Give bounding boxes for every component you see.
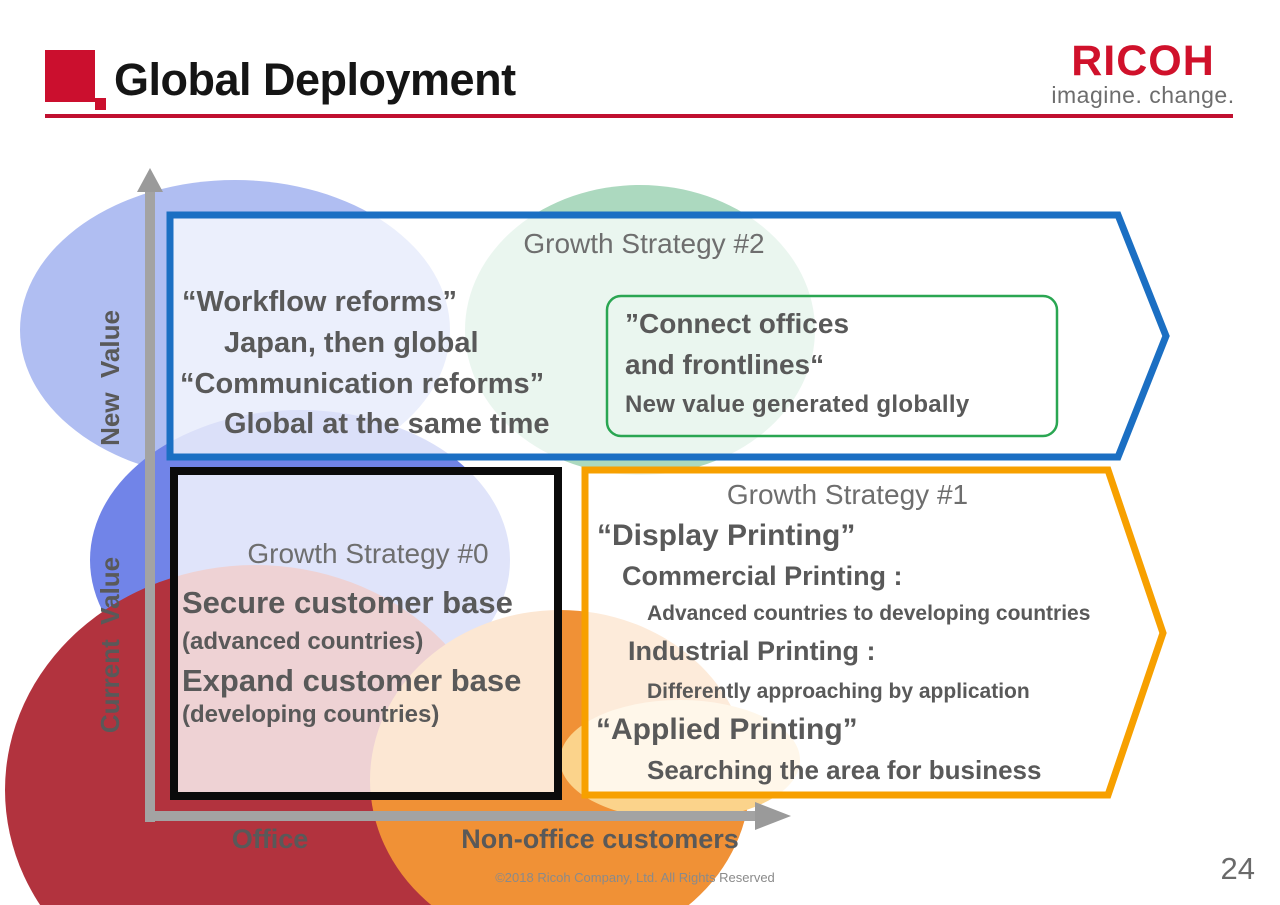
y-axis-arrowhead-icon: [137, 168, 163, 192]
x-axis-label-office: Office: [231, 824, 309, 854]
strategy2-callout-line2: and frontlines“: [625, 349, 825, 380]
strategy2-line-global-same-time: Global at the same time: [224, 408, 550, 440]
strategy0-advanced-countries-note: (advanced countries): [182, 628, 424, 655]
strategy2-line-japan-global: Japan, then global: [224, 327, 479, 359]
header-divider: [45, 114, 1233, 118]
strategy2-arrow-shape: [166, 211, 1170, 461]
strategy2-callout-line3: New value generated globally: [625, 391, 970, 418]
x-axis-arrowhead-icon: [755, 802, 791, 830]
strategy1-commercial-printing: Commercial Printing :: [622, 561, 903, 591]
strategy0-expand-customer-base: Expand customer base: [182, 663, 522, 698]
strategy2-title: Growth Strategy #2: [523, 228, 765, 259]
strategy1-arrow-shape: [581, 466, 1167, 799]
strategy0-secure-customer-base: Secure customer base: [182, 585, 513, 620]
strategy1-industrial-printing: Industrial Printing :: [628, 636, 876, 666]
strategy1-commercial-printing-note: Advanced countries to developing countri…: [647, 602, 1091, 625]
strategy2-line-workflow: “Workflow reforms”: [182, 286, 458, 318]
strategy0-developing-countries-note: (developing countries): [182, 701, 440, 728]
x-axis-line: [145, 811, 757, 821]
strategy1-title: Growth Strategy #1: [726, 479, 969, 510]
ricoh-logo: RICOH imagine. change.: [1050, 37, 1236, 108]
strategy1-display-printing: “Display Printing”: [597, 519, 856, 552]
strategy1-applied-printing-note: Searching the area for business: [647, 755, 1042, 785]
copyright-notice: ©2018 Ricoh Company, Ltd. All Rights Res…: [495, 870, 775, 885]
y-axis-line: [145, 184, 155, 822]
ricoh-logo-wordmark: RICOH: [1071, 37, 1215, 85]
strategy1-applied-printing: “Applied Printing”: [596, 713, 858, 746]
strategy2-callout-box: [605, 294, 1059, 438]
ricoh-logo-tagline: imagine. change.: [1051, 82, 1235, 108]
x-axis-label-non-office: Non-office customers: [461, 824, 739, 854]
page-number: 24: [1220, 851, 1255, 886]
slide-accent-small-square-icon: [95, 98, 106, 110]
strategy2-callout-line1: ”Connect offices: [625, 308, 850, 339]
y-axis-label-new-value: New Value: [95, 310, 125, 446]
slide-accent-square-icon: [45, 50, 95, 102]
page-title: Global Deployment: [114, 54, 516, 105]
strategy2-line-communication: “Communication reforms”: [180, 368, 545, 400]
strategy0-title: Growth Strategy #0: [247, 538, 489, 569]
strategy0-box-shape: [170, 467, 562, 800]
strategy1-industrial-printing-note: Differently approaching by application: [647, 680, 1030, 703]
y-axis-label-current-value: Current Value: [95, 556, 125, 734]
